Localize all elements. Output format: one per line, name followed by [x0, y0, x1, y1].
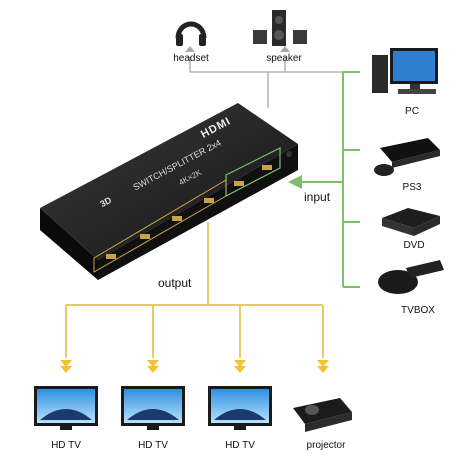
pc-icon [372, 48, 438, 94]
hdtv-label-3: HD TV [225, 440, 255, 451]
speaker-icon [253, 10, 307, 46]
hdmi-switch-device [40, 103, 298, 280]
ps3-icon [374, 138, 440, 176]
headset-label: headset [173, 53, 209, 64]
tvbox-label: TVBOX [401, 305, 435, 316]
dvd-icon [382, 208, 440, 236]
speaker-label: speaker [266, 53, 302, 64]
pc-label: PC [405, 106, 419, 117]
hdtv-label-2: HD TV [138, 440, 168, 451]
audio-connector-lines [189, 57, 360, 108]
input-connector-lines [300, 71, 360, 288]
audio-arrow [185, 46, 195, 52]
input-label: input [304, 190, 331, 204]
output-port-area [93, 179, 227, 273]
input-arrow [288, 175, 302, 189]
projector-label: projector [306, 440, 346, 451]
hdmi-ports [106, 165, 272, 259]
output-label: output [158, 276, 192, 290]
headset-icon [175, 21, 207, 46]
hdtv-label-1: HD TV [51, 440, 81, 451]
tv-icon [34, 386, 98, 430]
tv-icon [121, 386, 185, 430]
ps3-label: PS3 [402, 182, 422, 193]
output-arrows [60, 360, 329, 373]
output-connector-lines [65, 222, 324, 358]
projector-icon [293, 398, 352, 432]
tv-icon [208, 386, 272, 430]
tvbox-icon [378, 260, 444, 294]
power-led [286, 151, 292, 157]
dvd-label: DVD [403, 240, 425, 251]
